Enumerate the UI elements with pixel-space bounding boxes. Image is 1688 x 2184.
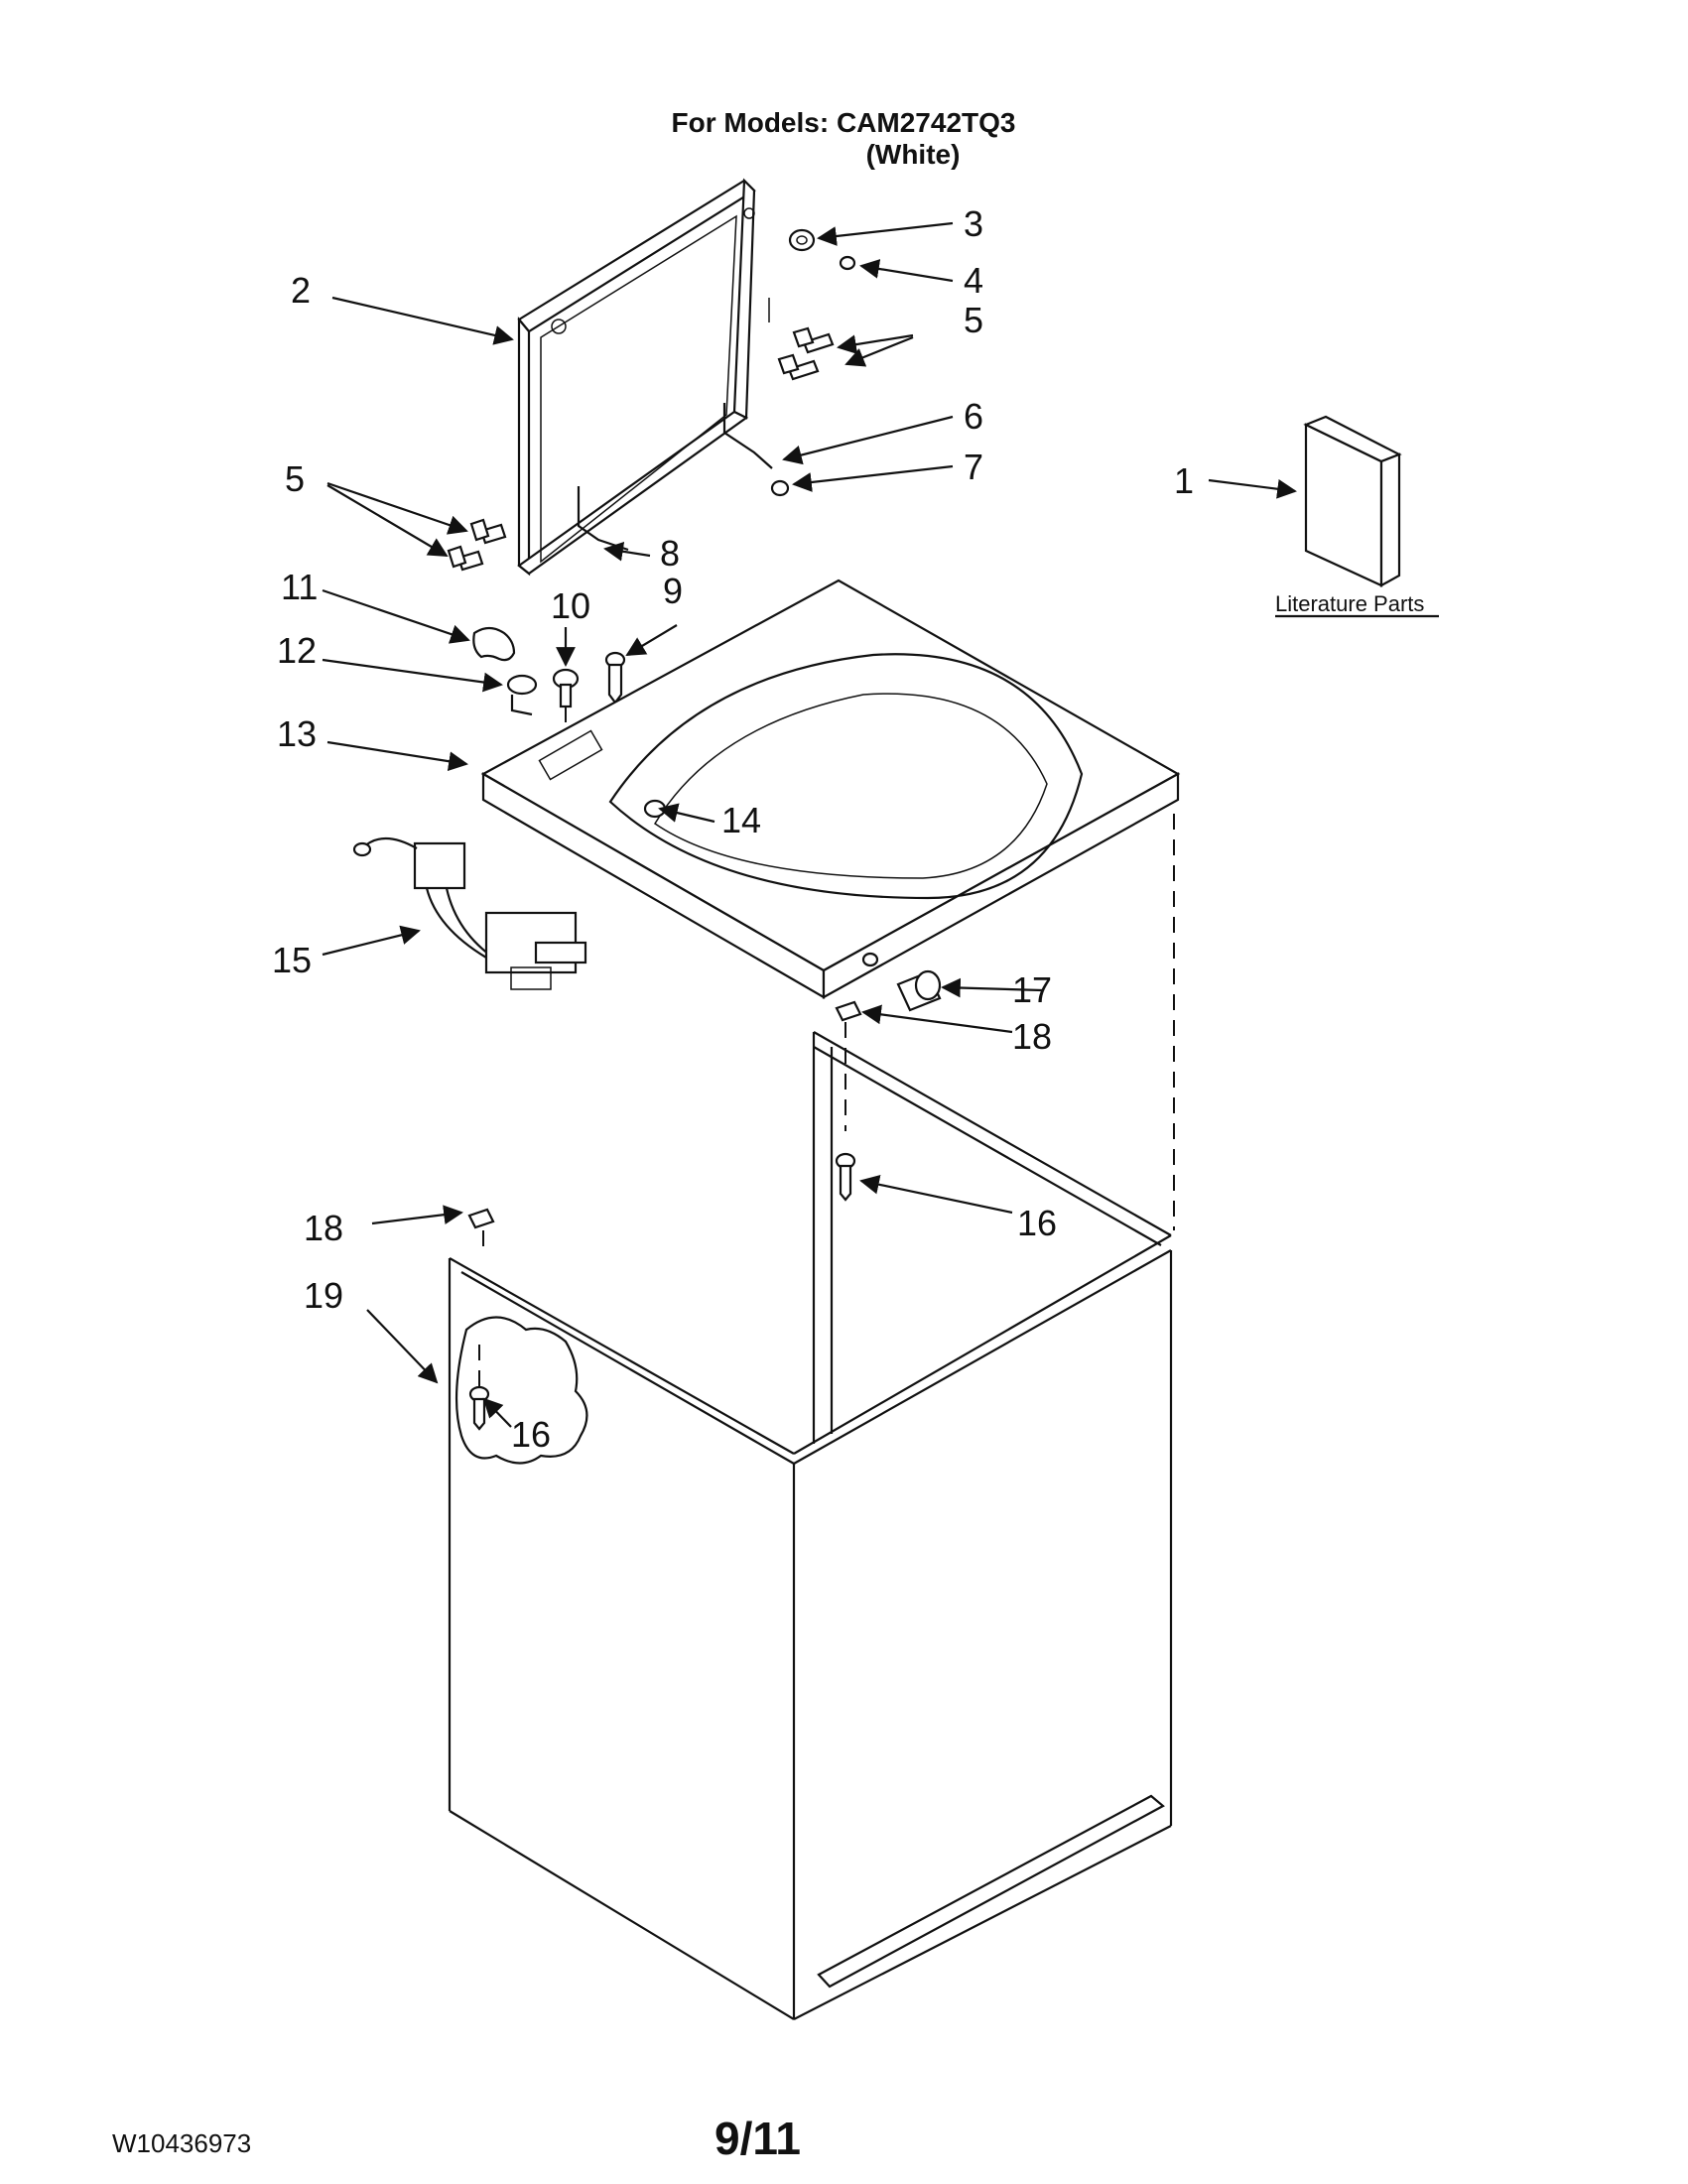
bumper-17 — [896, 969, 942, 1012]
screws-5-right — [777, 326, 835, 381]
callout-18-left: 18 — [304, 1208, 343, 1248]
callout-16-left: 16 — [511, 1414, 551, 1455]
color-subtitle: (White) — [865, 139, 961, 170]
lid-switch-bracket-11 — [472, 626, 516, 662]
leader-arrows — [322, 221, 1297, 1428]
plug-4 — [839, 255, 856, 271]
clip-18-upper — [835, 1000, 862, 1022]
literature-parts-label: Literature Parts — [1275, 591, 1424, 616]
document-number: W10436973 — [112, 2128, 252, 2158]
callout-5-left: 5 — [285, 458, 305, 499]
models-title: For Models: CAM2742TQ3 — [671, 107, 1016, 138]
lid-switch-assembly — [352, 837, 587, 990]
clip-18-left — [467, 1208, 495, 1229]
lid-frame — [517, 178, 770, 577]
cutaway-window — [454, 1316, 588, 1465]
callout-10: 10 — [551, 585, 590, 626]
callout-3: 3 — [964, 203, 983, 244]
hinge-bracket-6 — [722, 403, 773, 469]
callout-14: 14 — [721, 800, 761, 840]
top-panel — [480, 578, 1181, 999]
callout-12: 12 — [277, 630, 317, 671]
screw-16-cutaway — [468, 1385, 490, 1431]
callout-9: 9 — [663, 571, 683, 611]
callout-18-right: 18 — [1012, 1016, 1052, 1057]
hinge-pin-3 — [788, 228, 816, 252]
screw-10 — [552, 668, 580, 708]
callout-numbers: 3 4 2 5 6 7 5 1 8 9 10 11 12 13 14 15 17… — [272, 203, 1194, 1455]
callout-17: 17 — [1012, 969, 1052, 1010]
nut-7 — [770, 479, 790, 497]
cabinet — [448, 814, 1175, 2020]
callout-6: 6 — [964, 396, 983, 437]
callout-4: 4 — [964, 260, 983, 301]
callout-16-right: 16 — [1017, 1203, 1057, 1243]
callout-11: 11 — [281, 567, 318, 607]
callout-7: 7 — [964, 447, 983, 487]
screw-16-right — [835, 1152, 856, 1202]
screws-5-left — [447, 518, 507, 572]
callout-8: 8 — [660, 533, 680, 574]
callout-13: 13 — [277, 713, 317, 754]
actuator-12 — [506, 674, 538, 716]
callout-15: 15 — [272, 940, 312, 980]
callout-1: 1 — [1174, 460, 1194, 501]
callout-5-right: 5 — [964, 300, 983, 340]
screw-9 — [604, 651, 626, 705]
literature-booklet — [1303, 415, 1402, 587]
callout-19: 19 — [304, 1275, 343, 1316]
page-number: 9/11 — [714, 2113, 801, 2164]
callout-2: 2 — [291, 270, 311, 311]
